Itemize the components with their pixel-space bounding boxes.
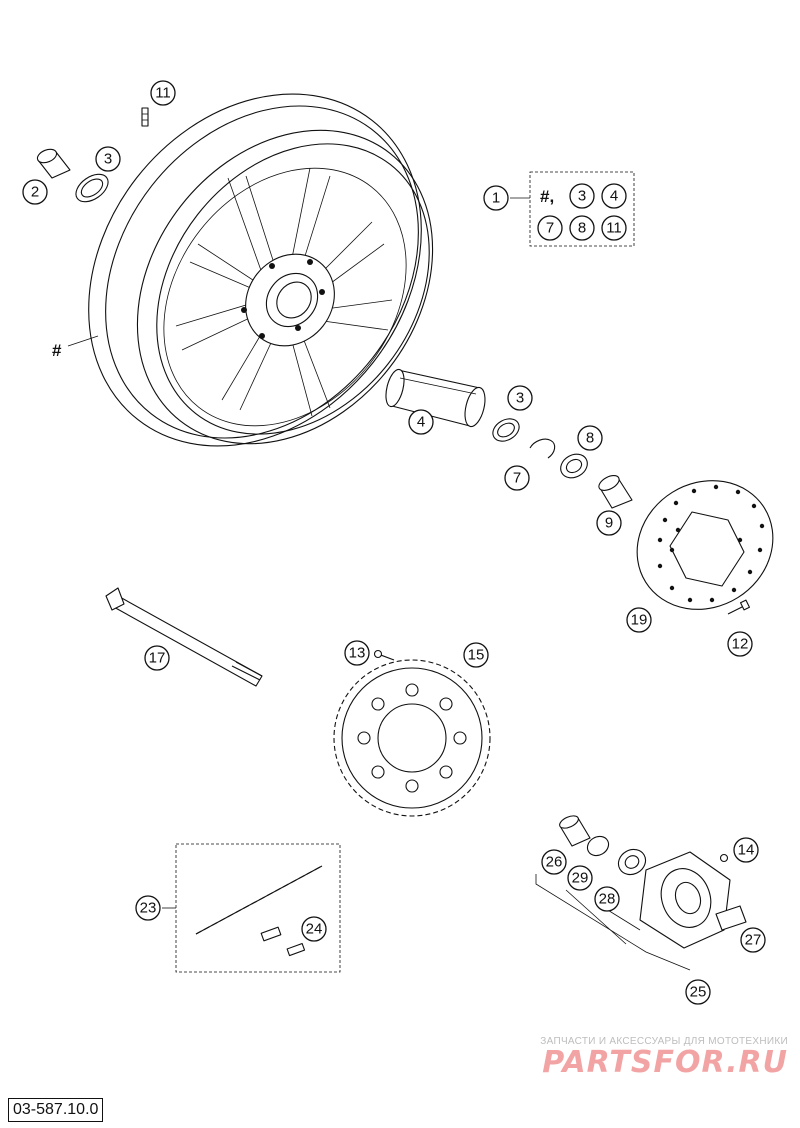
valve-part-11 <box>141 107 149 127</box>
svg-text:27: 27 <box>745 932 762 949</box>
callout-23: 23 <box>135 895 161 921</box>
rear-wheel-rim <box>88 93 434 447</box>
callout-26: 26 <box>541 849 567 875</box>
svg-text:4: 4 <box>610 188 618 205</box>
spacer-part-2 <box>36 148 71 179</box>
svg-text:25: 25 <box>690 984 707 1001</box>
bearing-part-3-right <box>492 418 520 442</box>
svg-text:15: 15 <box>468 647 485 664</box>
bearing-part-3-left <box>75 173 109 203</box>
callout-29: 29 <box>567 865 593 891</box>
svg-text:3: 3 <box>578 188 586 205</box>
svg-text:13: 13 <box>349 645 366 662</box>
nut-part-14 <box>719 853 729 863</box>
chain-group-box <box>175 843 341 973</box>
kit-legend-part-4: 4 <box>601 183 627 209</box>
svg-text:7: 7 <box>546 220 554 237</box>
hash-mark-wheel: # <box>52 341 62 360</box>
svg-text:8: 8 <box>578 220 586 237</box>
svg-text:28: 28 <box>599 891 616 908</box>
callout-9: 9 <box>596 510 622 536</box>
callout-27: 27 <box>740 927 766 953</box>
svg-text:12: 12 <box>732 636 749 653</box>
sprocket-carrier-part-25 <box>639 851 731 949</box>
callout-19: 19 <box>626 607 652 633</box>
circlip-part-7 <box>529 438 556 459</box>
axle-part-17 <box>105 587 263 687</box>
bolt-part-12 <box>727 599 750 615</box>
callout-3-left: 3 <box>95 146 121 172</box>
chain-link-part-24 <box>260 926 306 957</box>
svg-text:29: 29 <box>572 870 589 887</box>
kit-legend-box <box>529 171 635 247</box>
svg-text:17: 17 <box>149 650 166 667</box>
sprocket-part-15 <box>333 659 491 817</box>
svg-text:9: 9 <box>605 515 613 532</box>
callout-11: 11 <box>150 80 176 106</box>
kit-legend-part-8: 8 <box>569 215 595 241</box>
svg-text:3: 3 <box>104 151 112 168</box>
callout-28: 28 <box>594 886 620 912</box>
svg-text:11: 11 <box>606 220 622 237</box>
bolt-part-13 <box>373 649 395 661</box>
callout-14: 14 <box>733 837 759 863</box>
brake-disc-part-19 <box>636 480 774 610</box>
kit-legend-part-3: 3 <box>569 183 595 209</box>
svg-text:23: 23 <box>140 900 157 917</box>
kit-legend-symbol: #, <box>540 187 554 206</box>
chain-part-23 <box>195 865 323 935</box>
callout-25: 25 <box>685 979 711 1005</box>
watermark: ЗАПЧАСТИ И АКСЕССУАРЫ ДЛЯ МОТОТЕХНИКИ PA… <box>488 1036 788 1080</box>
svg-text:26: 26 <box>546 854 563 871</box>
svg-text:19: 19 <box>631 612 648 629</box>
callout-12: 12 <box>727 631 753 657</box>
svg-text:3: 3 <box>516 390 524 407</box>
callout-17: 17 <box>144 645 170 671</box>
watermark-logo: PARTSFOR.RU <box>542 1045 788 1080</box>
svg-text:2: 2 <box>31 184 39 201</box>
svg-text:1: 1 <box>492 190 500 207</box>
kit-legend-part-11: 11 <box>601 215 627 241</box>
spacer-part-9 <box>598 475 633 509</box>
kit-legend-part-7: 7 <box>537 215 563 241</box>
seal-part-8 <box>560 453 588 479</box>
callout-13: 13 <box>344 640 370 666</box>
svg-text:14: 14 <box>738 842 755 859</box>
spacer-part-26 <box>559 815 591 847</box>
svg-text:24: 24 <box>306 921 323 938</box>
document-code: 03-587.10.0 <box>8 1098 104 1122</box>
svg-text:4: 4 <box>417 414 425 431</box>
callout-7: 7 <box>504 465 530 491</box>
leader-lines <box>67 197 691 971</box>
bearing-part-28 <box>617 848 647 876</box>
callout-15: 15 <box>463 642 489 668</box>
svg-text:11: 11 <box>155 85 171 102</box>
damper-part-27 <box>715 905 747 931</box>
callout-8: 8 <box>577 425 603 451</box>
hub-spacer-part-4 <box>385 368 486 428</box>
callout-24: 24 <box>301 916 327 942</box>
callout-4: 4 <box>408 409 434 435</box>
callout-3-right: 3 <box>507 385 533 411</box>
seal-part-29 <box>586 835 610 857</box>
svg-text:8: 8 <box>586 430 594 447</box>
callout-2: 2 <box>22 179 48 205</box>
svg-text:7: 7 <box>513 470 521 487</box>
watermark-tagline: ЗАПЧАСТИ И АКСЕССУАРЫ ДЛЯ МОТОТЕХНИКИ <box>540 1036 788 1047</box>
callout-1: 1 <box>483 185 509 211</box>
